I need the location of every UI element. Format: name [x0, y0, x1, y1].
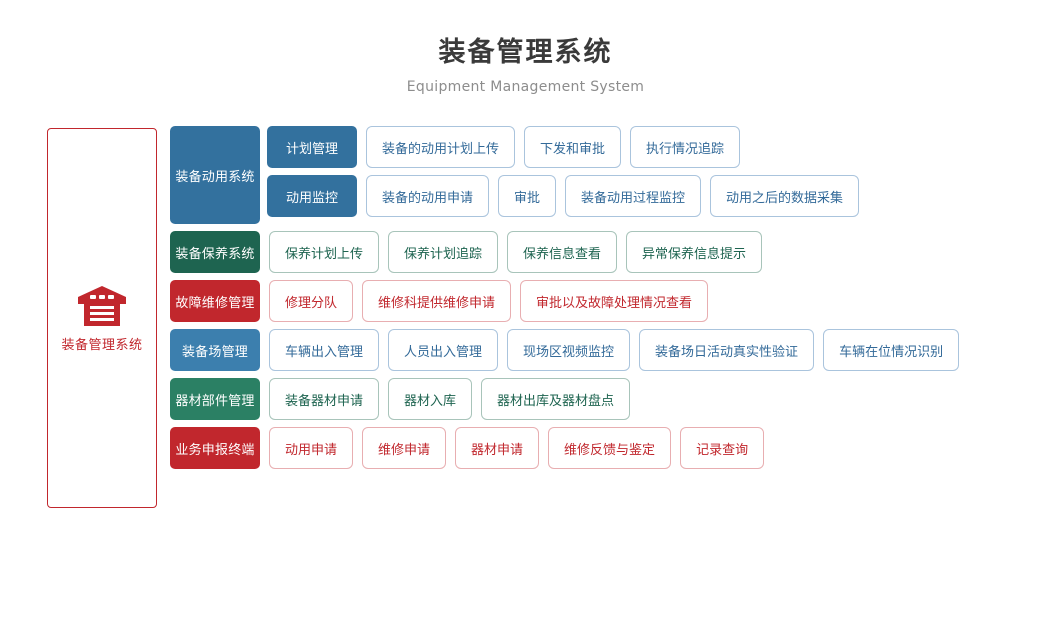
category-row: 故障维修管理修理分队维修科提供维修申请审批以及故障处理情况查看 [170, 280, 959, 322]
feature-button[interactable]: 下发和审批 [524, 126, 622, 168]
category-row: 装备场管理车辆出入管理人员出入管理现场区视频监控装备场日活动真实性验证车辆在位情… [170, 329, 960, 371]
subcategory-block[interactable]: 计划管理 [267, 126, 357, 168]
page-header: 装备管理系统 Equipment Management System [0, 0, 1051, 98]
feature-button[interactable]: 装备动用过程监控 [565, 175, 702, 217]
feature-button[interactable]: 修理分队 [269, 280, 354, 322]
feature-button[interactable]: 装备的动用计划上传 [366, 126, 516, 168]
feature-button[interactable]: 车辆在位情况识别 [823, 329, 960, 371]
feature-button[interactable]: 记录查询 [680, 427, 765, 469]
feature-button[interactable]: 动用申请 [269, 427, 354, 469]
feature-button[interactable]: 保养信息查看 [507, 231, 618, 273]
category-block[interactable]: 装备保养系统 [170, 231, 260, 273]
feature-button[interactable]: 器材入库 [388, 378, 473, 420]
architecture-diagram: 装备管理系统 装备动用系统计划管理装备的动用计划上传下发和审批执行情况追踪动用监… [0, 126, 1051, 526]
subcategory-row: 动用监控装备的动用申请审批装备动用过程监控动用之后的数据采集 [260, 175, 860, 217]
feature-button[interactable]: 器材出库及器材盘点 [481, 378, 631, 420]
feature-button[interactable]: 器材申请 [455, 427, 540, 469]
subcategory-row: 计划管理装备的动用计划上传下发和审批执行情况追踪 [260, 126, 859, 168]
feature-button[interactable]: 装备场日活动真实性验证 [639, 329, 815, 371]
feature-button[interactable]: 异常保养信息提示 [626, 231, 763, 273]
feature-button[interactable]: 人员出入管理 [388, 329, 499, 371]
category-block[interactable]: 故障维修管理 [170, 280, 260, 322]
root-system-label: 装备管理系统 [61, 337, 143, 353]
feature-button[interactable]: 维修科提供维修申请 [362, 280, 512, 322]
category-block[interactable]: 器材部件管理 [170, 378, 260, 420]
feature-button[interactable]: 保养计划追踪 [388, 231, 499, 273]
page-subtitle: Equipment Management System [406, 79, 645, 95]
feature-button[interactable]: 执行情况追踪 [630, 126, 741, 168]
feature-button[interactable]: 装备的动用申请 [366, 175, 490, 217]
category-row: 装备动用系统计划管理装备的动用计划上传下发和审批执行情况追踪动用监控装备的动用申… [170, 126, 959, 224]
feature-button[interactable]: 审批 [498, 175, 557, 217]
subcategory-block[interactable]: 动用监控 [267, 175, 357, 217]
feature-button[interactable]: 维修申请 [362, 427, 447, 469]
feature-button[interactable]: 维修反馈与鉴定 [548, 427, 672, 469]
category-rows: 装备动用系统计划管理装备的动用计划上传下发和审批执行情况追踪动用监控装备的动用申… [170, 126, 960, 476]
category-row: 装备保养系统保养计划上传保养计划追踪保养信息查看异常保养信息提示 [170, 231, 959, 273]
category-block[interactable]: 装备场管理 [170, 329, 260, 371]
feature-button[interactable]: 装备器材申请 [269, 378, 380, 420]
feature-button[interactable]: 审批以及故障处理情况查看 [520, 280, 709, 322]
category-block[interactable]: 装备动用系统 [170, 126, 260, 224]
feature-button[interactable]: 车辆出入管理 [269, 329, 380, 371]
root-system-panel[interactable]: 装备管理系统 [47, 128, 157, 508]
feature-button[interactable]: 保养计划上传 [269, 231, 380, 273]
warehouse-icon [78, 285, 126, 326]
category-row: 器材部件管理装备器材申请器材入库器材出库及器材盘点 [170, 378, 959, 420]
page-title: 装备管理系统 [438, 37, 613, 68]
feature-button[interactable]: 动用之后的数据采集 [710, 175, 860, 217]
category-row: 业务申报终端动用申请维修申请器材申请维修反馈与鉴定记录查询 [170, 427, 959, 469]
category-block[interactable]: 业务申报终端 [170, 427, 260, 469]
subcategory-stack: 计划管理装备的动用计划上传下发和审批执行情况追踪动用监控装备的动用申请审批装备动… [260, 126, 860, 224]
feature-button[interactable]: 现场区视频监控 [507, 329, 631, 371]
